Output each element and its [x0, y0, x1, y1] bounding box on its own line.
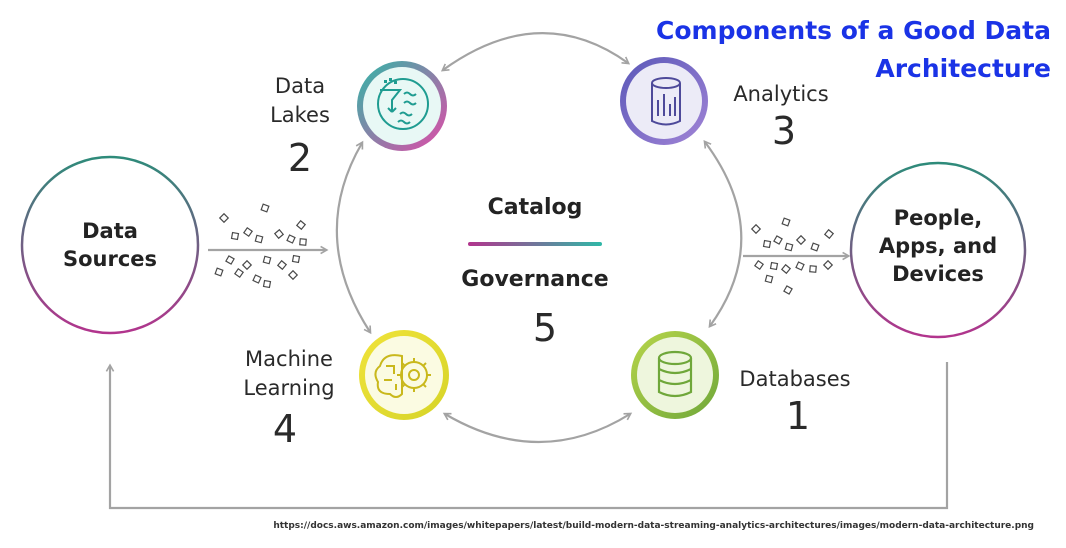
databases-number: 1	[785, 394, 811, 438]
data-sources-label: Data Sources	[62, 219, 158, 271]
data-particles-left	[214, 203, 307, 289]
arrow-analytics-databases	[703, 139, 743, 329]
machine-learning-label: Machine Learning	[243, 347, 335, 400]
diagram-title: Components of a Good Data Architecture	[656, 16, 1051, 83]
consumers-circle	[849, 161, 1027, 339]
machine-learning-number: 4	[272, 407, 298, 451]
source-url: https://docs.aws.amazon.com/images/white…	[273, 521, 1034, 531]
databases-node	[631, 331, 719, 419]
governance-label: Governance	[461, 267, 609, 292]
data-sources-circle	[20, 155, 200, 335]
analytics-cylinder-chart-icon	[651, 77, 681, 126]
brain-gear-icon	[374, 354, 431, 398]
data-lake-filter-icon	[377, 78, 429, 130]
feedback-loop-arrow	[105, 362, 949, 510]
center-divider	[468, 242, 602, 246]
data-lakes-number: 2	[287, 136, 313, 180]
catalog-label: Catalog	[487, 195, 583, 220]
data-lakes-node	[357, 61, 447, 151]
cycle-arrows	[335, 32, 743, 443]
analytics-node	[620, 57, 708, 145]
arrow-ml-lakes	[335, 140, 372, 335]
database-stack-icon	[657, 350, 693, 398]
data-lakes-label: Data Lakes	[270, 74, 330, 127]
data-particles-right	[750, 217, 835, 295]
machine-learning-node	[359, 330, 449, 420]
arrow-lakes-analytics	[440, 32, 631, 72]
flow-arrows	[105, 245, 949, 510]
consumers-label: People, Apps, and Devices	[878, 206, 998, 286]
analytics-label: Analytics	[733, 82, 829, 106]
databases-label: Databases	[739, 367, 851, 391]
analytics-number: 3	[771, 109, 797, 153]
governance-number: 5	[532, 306, 558, 350]
arrow-databases-ml	[442, 412, 633, 443]
